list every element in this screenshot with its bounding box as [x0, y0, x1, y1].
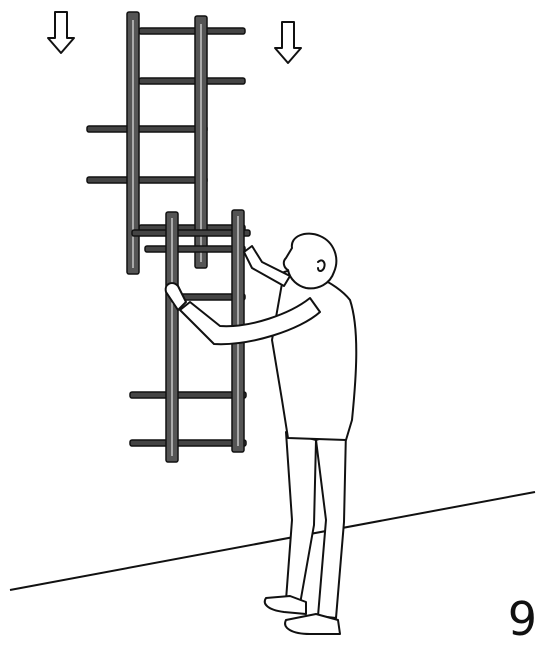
step-number: 9 [508, 596, 537, 642]
floor-line [10, 492, 535, 590]
down-arrow-icon [48, 12, 74, 53]
down-arrow-icon [275, 22, 301, 63]
